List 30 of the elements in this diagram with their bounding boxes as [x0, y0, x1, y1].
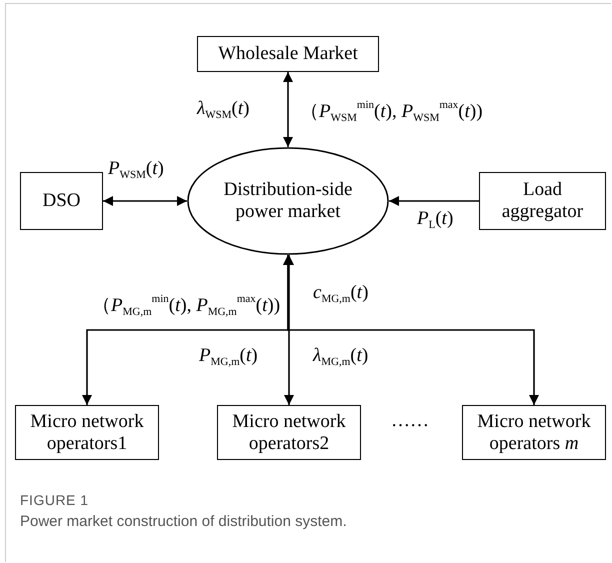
arrow: [284, 255, 294, 405]
node-label: Micro network operators2: [231, 410, 347, 454]
node-label: Wholesale Market: [218, 43, 358, 65]
ellipsis: ……: [391, 410, 429, 432]
arrow: [283, 72, 293, 147]
node-label: Micro network operators1: [29, 410, 145, 454]
entity-box: [15, 405, 159, 460]
figure-number: FIGURE 1: [20, 492, 89, 508]
entity-box: [462, 405, 606, 460]
node-label: DSO: [42, 190, 80, 212]
arrow: [389, 196, 479, 206]
math-label: λ$_{WSM}$(t): [197, 98, 250, 121]
entity-box: [197, 36, 379, 72]
arrow: [283, 255, 539, 405]
entity-box: [20, 172, 103, 230]
market-ellipse: [187, 147, 389, 255]
entity-box: [217, 405, 361, 460]
math-label: P$_{L}$(t): [417, 208, 454, 231]
math-label: c$_{MG,m}$(t): [313, 282, 368, 305]
node-label: Micro network operators m: [476, 410, 592, 454]
entity-box: [479, 172, 606, 230]
arrow: [103, 196, 187, 206]
math-label: λ$_{MG,m}$(t): [313, 345, 368, 368]
math-label: （P$_{MG,m}$$^{min}$(t), P$_{MG,m}$$^{max}$(t)): [92, 292, 280, 318]
node-label: Distribution-side power market: [222, 179, 354, 223]
math-label: P$_{MG,m}$(t): [199, 345, 258, 368]
figure-caption: Power market construction of distribution system.: [20, 513, 347, 530]
node-label: Load aggregator: [500, 179, 584, 223]
math-label: P$_{WSM}$(t): [108, 158, 164, 181]
math-label: （P$_{WSM}$$^{min}$(t), P$_{WSM}$$^{max}$(t)): [300, 98, 483, 124]
